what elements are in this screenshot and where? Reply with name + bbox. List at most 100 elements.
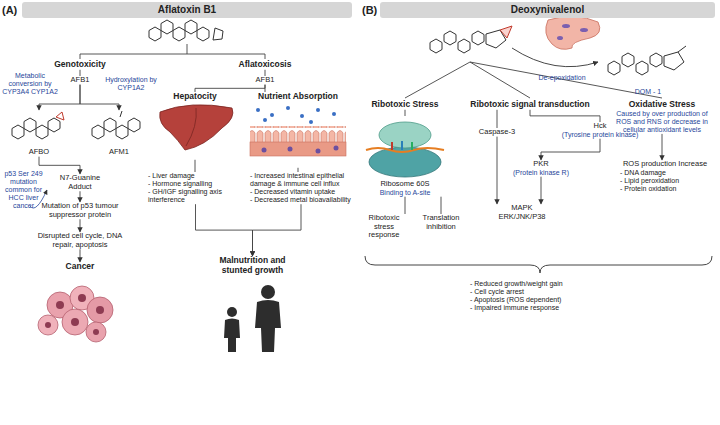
process-text: Mutation of p53 tumour suppressor protei…	[37, 202, 123, 219]
node-text: - Protein oxidation	[620, 185, 710, 193]
node-text: ROS production Increase	[620, 160, 710, 169]
illustrated-node: Nutrient Absorption	[245, 92, 351, 168]
node-text: Deoxynivalenol	[380, 2, 715, 18]
compound-node: AFM1	[86, 110, 152, 157]
node-text: MAPK ERK/JNK/P38	[492, 204, 552, 221]
connector	[497, 137, 498, 204]
process-text: N7-Guanine Adduct	[49, 174, 111, 191]
compound-label: AFB1	[245, 76, 285, 85]
node-text: - Apoptosis (ROS dependent)	[470, 296, 610, 304]
connector	[39, 157, 80, 174]
node-text: Aflatoxin B1	[22, 2, 352, 18]
node-text: PKR	[505, 160, 577, 169]
process-text: Ribotoxic stress response	[358, 214, 410, 240]
illustrated-node: Hepatocity	[150, 92, 240, 160]
process-text: Translation inhibition	[414, 214, 468, 231]
node-text: Genotoxicity	[42, 60, 118, 70]
process-text: MAPK ERK/JNK/P38	[492, 204, 552, 221]
node-text: Disrupted cell cycle, DNA repair, apopto…	[34, 232, 126, 249]
connector	[541, 177, 542, 204]
compound-label: AFB1	[60, 76, 100, 85]
node-text: Caused by over production of ROS and RNS…	[608, 110, 716, 134]
category-heading: Ribotoxic Stress	[370, 100, 440, 110]
node-text: Ribotoxic Stress	[370, 100, 440, 110]
connector	[253, 204, 302, 256]
connector	[405, 110, 406, 116]
header-band: Aflatoxin B1	[22, 2, 352, 18]
node-text: Oxidative Stress	[608, 100, 716, 110]
connector	[298, 168, 299, 172]
connector	[441, 197, 442, 214]
node-text: Binding to A-site	[360, 189, 450, 197]
ribosome-illustration	[366, 122, 444, 177]
node-text: - Reduced growth/weight gain	[470, 280, 610, 288]
node-text: AFB1	[245, 76, 285, 85]
node-text: Hck	[555, 122, 645, 131]
connector	[265, 85, 266, 92]
node-text: - Lipid peroxidation	[620, 177, 710, 185]
connector	[80, 219, 81, 232]
node-text: AFM1	[86, 148, 152, 157]
process-text: PKR(Protein kinase R)	[505, 160, 577, 177]
node-text: Nutrient Absorption	[245, 92, 351, 102]
connector	[80, 85, 119, 110]
category-heading: Aflatoxicosis	[225, 60, 305, 70]
process-text: Caspase-3	[474, 128, 520, 137]
node-text: - Liver damage	[148, 172, 243, 180]
node-text: Malnutrition and stunted growth	[205, 256, 300, 276]
category-heading: Oxidative StressCaused by over productio…	[608, 100, 716, 134]
connector	[196, 204, 253, 256]
connector	[80, 249, 81, 262]
header-band: Deoxynivalenol	[380, 2, 715, 18]
afm1-structure	[92, 111, 140, 139]
node-text: - Decreased metal bioavailability	[250, 196, 352, 204]
node-text: - Increased intestinal epithelial damage…	[250, 172, 352, 188]
gut-illustration	[546, 16, 600, 49]
connector	[405, 197, 406, 214]
mutation-note: p53 Ser 249 mutation common for HCC live…	[0, 170, 47, 210]
connector	[497, 110, 498, 128]
bracket	[365, 256, 712, 273]
enzyme-note: Hydroxylation by CYP1A2	[102, 76, 160, 92]
node-text: - GH/IGF signalling axis interference	[148, 188, 243, 204]
node-text: Caspase-3	[474, 128, 520, 137]
process-text: ROS production Increase- DNA damage- Lip…	[620, 160, 710, 193]
node-text: Aflatoxicosis	[225, 60, 305, 70]
node-text: - Decreased vitamin uptake	[250, 188, 352, 196]
enzyme-note: Metabolic conversion by CYP3A4 CYP1A2	[2, 72, 58, 96]
node-text: Ribotoxic stress response	[358, 214, 410, 240]
node-text: AFBO	[6, 148, 72, 157]
node-text: - Impaired immune response	[470, 304, 610, 312]
people-illustration	[224, 285, 281, 352]
node-text: - Cell cycle arrest	[470, 288, 610, 296]
node-text: Ribosome 60S	[360, 180, 450, 189]
outcome-text: Malnutrition and stunted growth	[205, 256, 300, 276]
compound-node: AFBO	[6, 110, 72, 157]
panel-label: (B)	[362, 4, 392, 17]
connector	[80, 191, 81, 202]
outcome-text: Cancer	[52, 262, 108, 272]
compound-label: DOM - 1	[626, 88, 670, 96]
connector	[530, 110, 600, 122]
afbo-structure	[12, 112, 64, 139]
intestine-illustration	[250, 106, 346, 156]
effect-list: - Liver damage- Hormone signalling- GH/I…	[148, 172, 243, 204]
don-structure	[405, 26, 662, 98]
category-heading: Ribotoxic signal transduction	[465, 100, 595, 110]
illustrated-node: Ribosome 60SBinding to A-site	[360, 116, 450, 197]
connector	[662, 134, 663, 160]
connector	[541, 139, 600, 160]
node-text: (Tyrosine protein kinase)	[555, 131, 645, 139]
reaction-label: De-epoxidation	[530, 74, 594, 82]
process-text: Disrupted cell cycle, DNA repair, apopto…	[34, 232, 126, 249]
process-text: Hck(Tyrosine protein kinase)	[555, 122, 645, 139]
node-text: Cancer	[52, 262, 108, 272]
liver-illustration	[160, 105, 233, 150]
afb1-structure	[80, 20, 265, 59]
node-text: AFB1	[60, 76, 100, 85]
node-text: Hepatocity	[150, 92, 240, 102]
effect-list: - Increased intestinal epithelial damage…	[250, 172, 352, 204]
node-text: Ribotoxic signal transduction	[465, 100, 595, 110]
category-heading: Genotoxicity	[42, 60, 118, 70]
